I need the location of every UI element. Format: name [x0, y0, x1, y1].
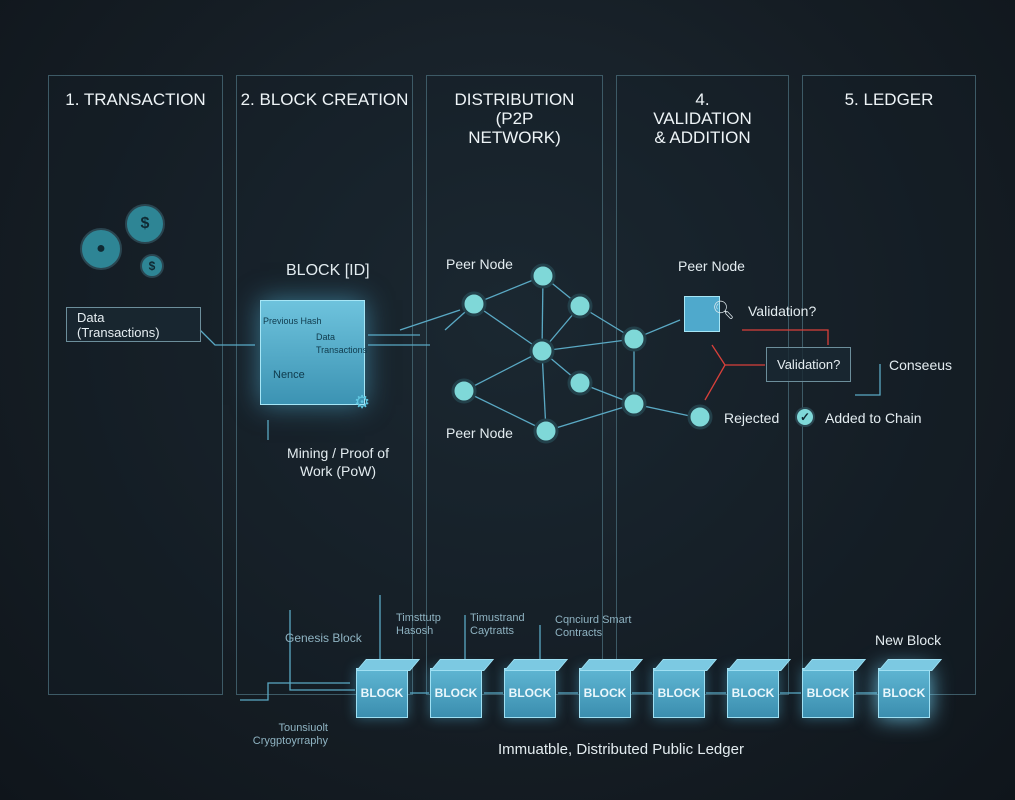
user-icon: ● [80, 228, 122, 270]
rejected-label: Rejected [724, 410, 780, 426]
validation-question: Validation? [748, 303, 817, 319]
annotation: Timsttutp Hasosh [396, 612, 441, 637]
dollar-icon: $ [140, 254, 164, 278]
chain-block: BLOCK [579, 668, 631, 718]
peer-node-label: Peer Node [446, 425, 513, 441]
ledger-footer: Immuatble, Distributed Public Ledger [498, 741, 744, 758]
column-title: 1. TRANSACTION [65, 90, 206, 109]
chain-block: BLOCK [504, 668, 556, 718]
check-icon: ✓ [795, 407, 815, 427]
column-title: 2. BLOCK CREATION [240, 90, 409, 109]
chain-block: BLOCK [802, 668, 854, 718]
dollar-user-icon: $ [125, 204, 165, 244]
chain-block: BLOCK [356, 668, 408, 718]
annotation: Cqnciurd Smart Contracts [555, 614, 632, 639]
block-cube: Previous Hash Data Transactions Nence [260, 300, 368, 405]
column-title: 4. VALIDATION & ADDITION [653, 90, 752, 147]
annotation: Timustrand Caytratts [470, 612, 525, 637]
chain-block: BLOCK [653, 668, 705, 718]
mining-label: Mining / Proof of Work (PoW) [287, 445, 389, 479]
genesis-block-label: Genesis Block [285, 631, 362, 645]
validator-node-icon [684, 296, 720, 332]
previous-hash-label: Previous Hash [263, 316, 322, 326]
gear-lock-icon: ⚙ [354, 392, 371, 412]
panel-transaction: 1. TRANSACTION [48, 75, 223, 695]
annotation: Tounsiuolt Crygptoyrraphy [252, 722, 328, 747]
new-chain-block: BLOCK [878, 668, 930, 718]
panel-ledger: 5. LEDGER [802, 75, 976, 695]
data-label: Data Transactions [316, 332, 368, 355]
added-to-chain-label: Added to Chain [825, 410, 922, 426]
magnifier-icon: 🔍︎ [712, 300, 735, 320]
panel-validation: 4. VALIDATION & ADDITION [616, 75, 789, 695]
peer-node-label: Peer Node [678, 258, 745, 274]
chain-block: BLOCK [727, 668, 779, 718]
nonce-label: Nence [273, 369, 305, 381]
column-title: 5. LEDGER [844, 90, 934, 109]
validation-box: Validation? [766, 347, 852, 382]
block-title: BLOCK [ID] [286, 262, 370, 279]
data-transactions-box: Data (Transactions) [66, 307, 201, 342]
column-title: DISTRIBUTION (P2P NETWORK) [454, 90, 575, 147]
consensus-label: Conseeus [889, 357, 953, 373]
chain-block: BLOCK [430, 668, 482, 718]
new-block-label: New Block [875, 632, 942, 648]
peer-node-label: Peer Node [446, 256, 513, 272]
